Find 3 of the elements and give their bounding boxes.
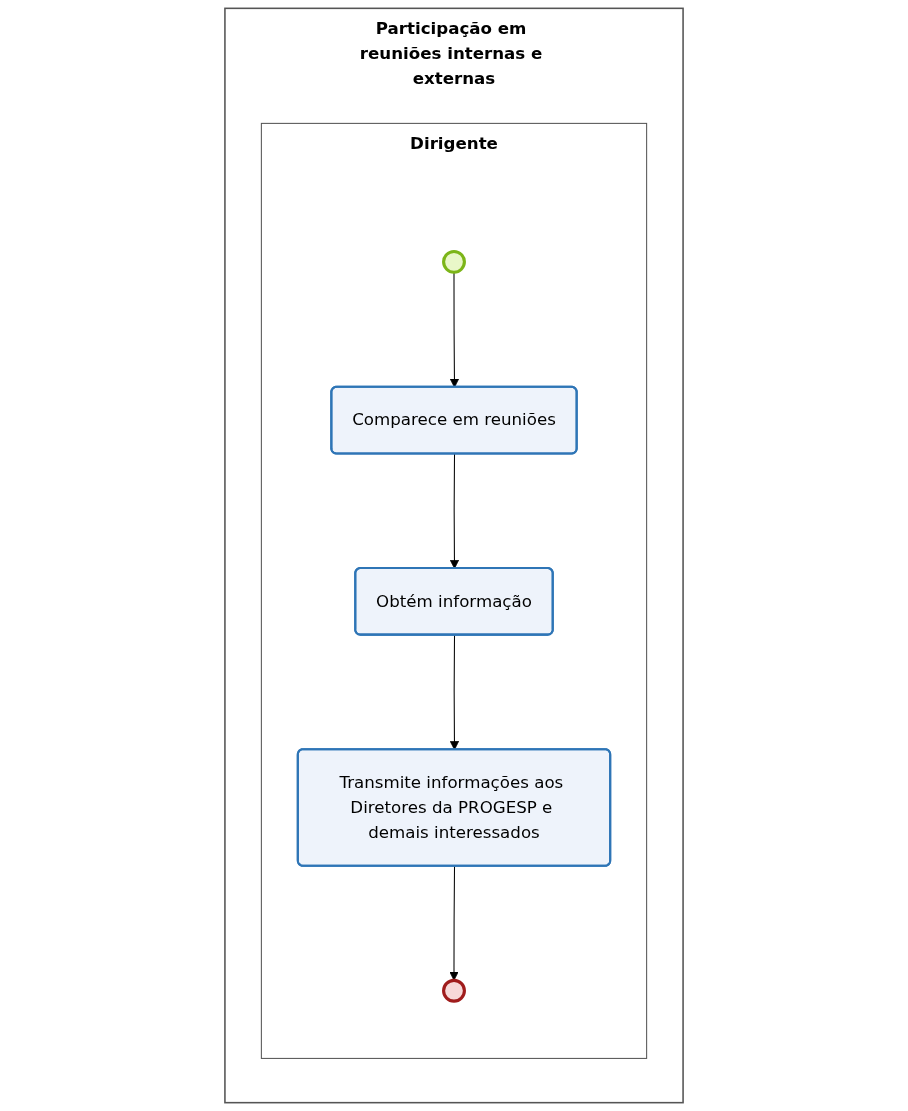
node-circle xyxy=(442,249,466,274)
node-circle xyxy=(442,978,466,1003)
arrow xyxy=(449,865,459,981)
